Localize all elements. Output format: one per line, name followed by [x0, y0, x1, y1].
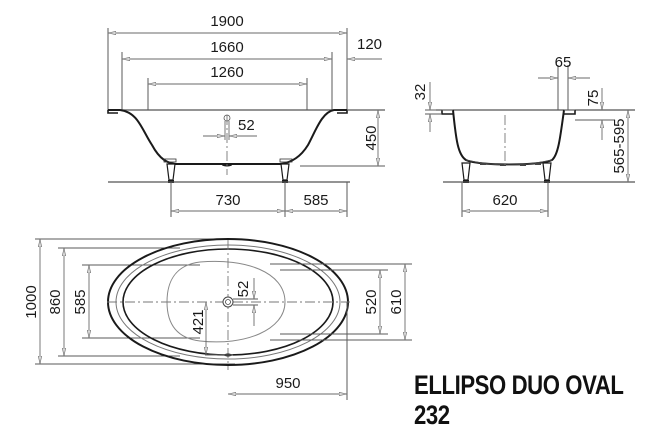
dim-overall-width: 1000 [23, 285, 40, 318]
dim-basin-width: 585 [72, 289, 89, 314]
dim-inner-length-top: 1660 [210, 39, 243, 56]
product-model-number: 232 [414, 400, 450, 430]
end-view: 65 32 75 565-595 620 [412, 54, 635, 217]
dim-basin-right: 520 [363, 289, 380, 314]
dim-rim-drop: 75 [585, 90, 602, 107]
dim-drain-side: 52 [238, 117, 255, 134]
dim-inner-length-bottom: 1260 [210, 64, 243, 81]
dim-total-height: 565-595 [611, 118, 628, 173]
foot-end-right [542, 162, 552, 181]
dim-drain-offset: 421 [190, 309, 207, 334]
product-name: ELLIPSO DUO OVAL [414, 370, 624, 400]
dim-half-length: 950 [275, 375, 300, 392]
dim-rim-width: 65 [555, 54, 572, 71]
dim-feet-to-end: 585 [303, 192, 328, 209]
dim-height: 450 [363, 125, 380, 150]
side-view: 1900 1660 120 1260 [107, 13, 385, 217]
dim-end-feet-spacing: 620 [492, 192, 517, 209]
tub-basin [166, 260, 286, 343]
foot-end-left [461, 162, 471, 181]
dim-drain-top: 52 [235, 281, 252, 298]
dim-inner-width: 860 [47, 289, 64, 314]
tub-side-profile [108, 109, 347, 165]
dim-rim-thickness: 32 [412, 84, 429, 101]
dim-rim-overhang: 120 [357, 36, 382, 53]
dim-feet-spacing: 730 [215, 192, 240, 209]
dim-rim-right: 610 [388, 289, 405, 314]
tub-end-profile [452, 109, 565, 166]
dim-overall-length: 1900 [210, 13, 243, 30]
top-view: 52 421 1000 860 585 520 610 950 [23, 238, 412, 400]
drain [222, 296, 234, 308]
foot-right [279, 158, 293, 183]
